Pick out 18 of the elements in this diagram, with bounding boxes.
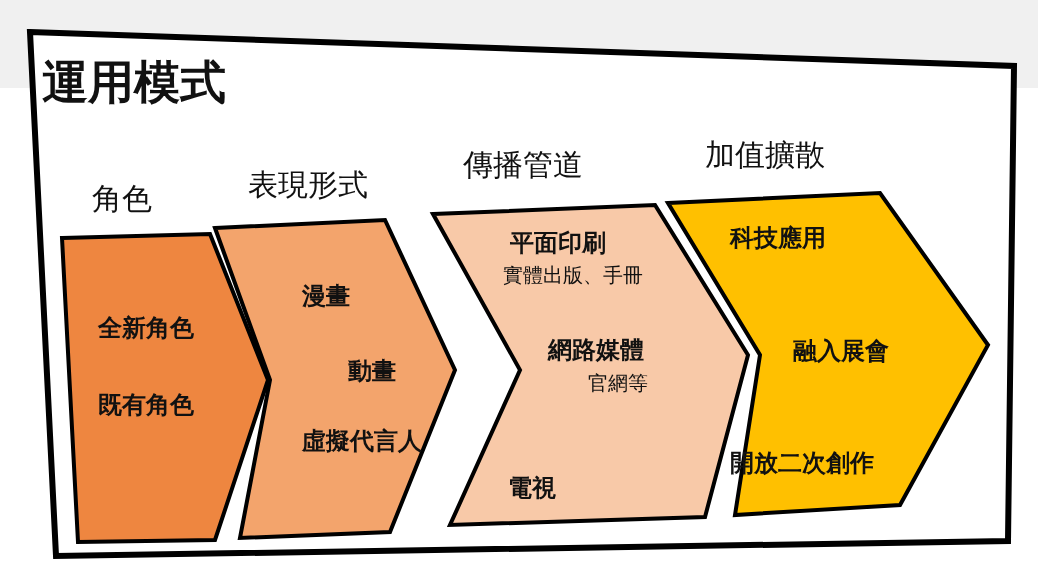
item-label: 科技應用 bbox=[730, 225, 826, 253]
item-note: 實體出版、手冊 bbox=[503, 264, 643, 287]
step-heading: 表現形式 bbox=[248, 168, 368, 203]
step-heading: 角色 bbox=[92, 182, 152, 217]
item-label: 開放二次創作 bbox=[730, 450, 874, 478]
item-label: 動畫 bbox=[348, 358, 396, 386]
item-label: 全新角色 bbox=[98, 315, 194, 343]
item-label: 平面印刷 bbox=[510, 230, 606, 258]
item-label: 電視 bbox=[508, 475, 556, 503]
step-heading: 加值擴散 bbox=[705, 138, 825, 173]
item-label: 漫畫 bbox=[302, 283, 350, 311]
step-heading: 傳播管道 bbox=[463, 148, 583, 183]
item-label: 既有角色 bbox=[98, 392, 194, 420]
item-label: 網路媒體 bbox=[548, 337, 644, 365]
item-label: 融入展會 bbox=[793, 338, 889, 366]
item-note: 官網等 bbox=[588, 372, 648, 395]
item-label: 虛擬代言人 bbox=[302, 428, 422, 456]
title: 運用模式 bbox=[42, 56, 226, 109]
